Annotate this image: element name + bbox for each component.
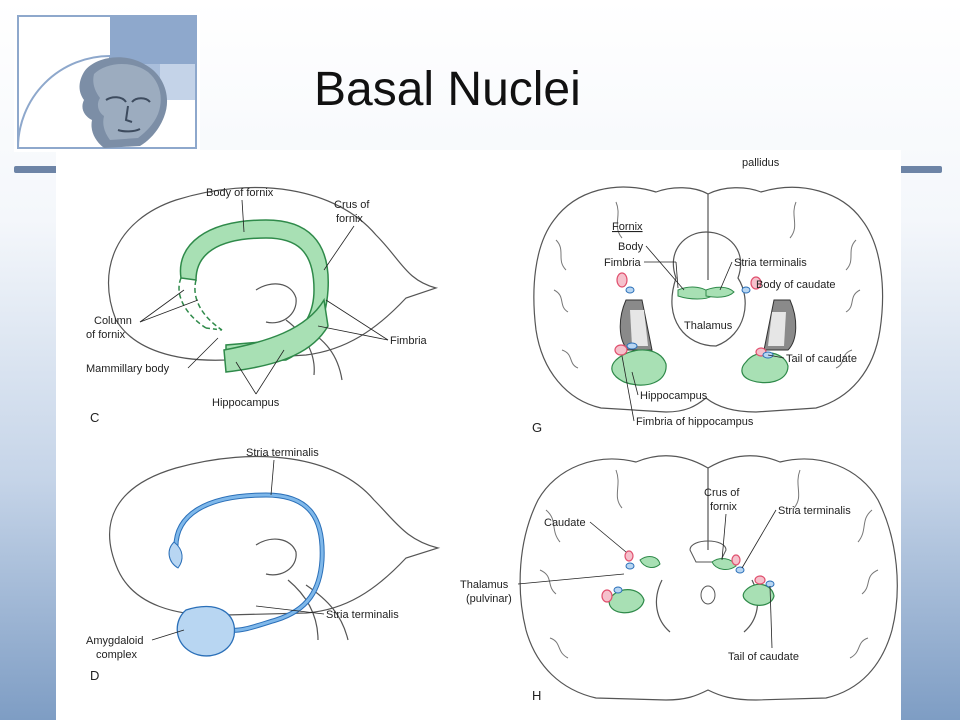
leader-stria-right [255, 605, 325, 615]
label-crus-line1: Crus of [334, 199, 370, 211]
label-tail-of-caudate-g: Tail of caudate [786, 353, 857, 365]
label-column-line1: Column [94, 315, 132, 327]
label-thalamus-h-line2: (pulvinar) [466, 593, 512, 605]
label-fimbria: Fimbria [604, 257, 642, 269]
panel-c: Body of fornix Crus of fornix Column of … [86, 186, 439, 425]
leader-hippocampus-g [631, 371, 639, 396]
leader-caudate-h [589, 521, 627, 553]
label-tail-of-caudate-h: Tail of caudate [728, 651, 799, 663]
panel-letter-d: D [90, 668, 99, 683]
label-crus-h-line1: Crus of [704, 487, 740, 499]
label-stria-terminalis-g: Stria terminalis [734, 257, 807, 269]
slide-title: Basal Nuclei [314, 63, 581, 116]
leader-body-of-fornix [241, 199, 245, 233]
leader-tail-g [767, 354, 785, 359]
label-mammillary: Mammillary body [86, 363, 170, 375]
leader-tail-h [769, 585, 773, 649]
label-stria-right: Stria terminalis [326, 609, 399, 621]
label-crus-line2: fornix [336, 213, 363, 225]
panel-letter-h: H [532, 688, 541, 703]
label-thalamus-g: Thalamus [684, 320, 733, 332]
leader-fimbria-g2 [675, 261, 679, 289]
leader-amygdaloid [151, 629, 185, 641]
label-fimbria-of-hippocampus: Fimbria of hippocampus [636, 416, 754, 428]
leader-thalamus-h [517, 573, 625, 585]
leader-mammillary [187, 337, 219, 369]
label-stria-terminalis-h: Stria terminalis [778, 505, 851, 517]
leader-column-a [139, 289, 185, 323]
label-pallidus-partial: pallidus [742, 157, 780, 169]
figure-panel: Body of fornix Crus of fornix Column of … [56, 150, 901, 720]
leader-stria-h [741, 509, 777, 569]
panel-g: pallidus Fornix Body Fimbria Stria termi… [532, 157, 884, 435]
leader-crus-h [721, 513, 727, 561]
leader-stria-top [270, 459, 275, 496]
panel-letter-g: G [532, 420, 542, 435]
leader-hippocampus-b [255, 349, 285, 395]
leader-column-b [139, 299, 199, 323]
leader-fimbria-a [325, 299, 389, 341]
panel-letter-c: C [90, 410, 99, 425]
panel-h: Crus of fornix Stria terminalis Caudate … [460, 455, 898, 703]
label-thalamus-h-line1: Thalamus [460, 579, 509, 591]
leader-crus [323, 225, 355, 271]
label-crus-h-line2: fornix [710, 501, 737, 513]
leader-body [645, 245, 685, 291]
label-stria-top: Stria terminalis [246, 447, 319, 459]
label-hippocampus-g: Hippocampus [640, 390, 708, 402]
label-body-of-caudate: Body of caudate [756, 279, 836, 291]
anatomy-figure: Body of fornix Crus of fornix Column of … [86, 157, 898, 703]
leader-fimbria-b [317, 325, 389, 341]
label-amygdaloid-line1: Amygdaloid [86, 635, 143, 647]
label-body-of-fornix: Body of fornix [206, 187, 274, 199]
label-fornix: Fornix [612, 221, 643, 233]
leader-fimbria-hippo [621, 355, 635, 422]
label-caudate-h: Caudate [544, 517, 586, 529]
label-column-line2: of fornix [86, 329, 126, 341]
logo [14, 12, 200, 152]
leader-hippocampus-a [235, 361, 257, 395]
label-fimbria: Fimbria [390, 335, 428, 347]
panel-d: Stria terminalis Stria terminalis Amygda… [86, 447, 441, 683]
label-hippocampus: Hippocampus [212, 397, 280, 409]
label-body: Body [618, 241, 644, 253]
label-amygdaloid-line2: complex [96, 649, 137, 661]
leader-stria-g [719, 261, 733, 291]
